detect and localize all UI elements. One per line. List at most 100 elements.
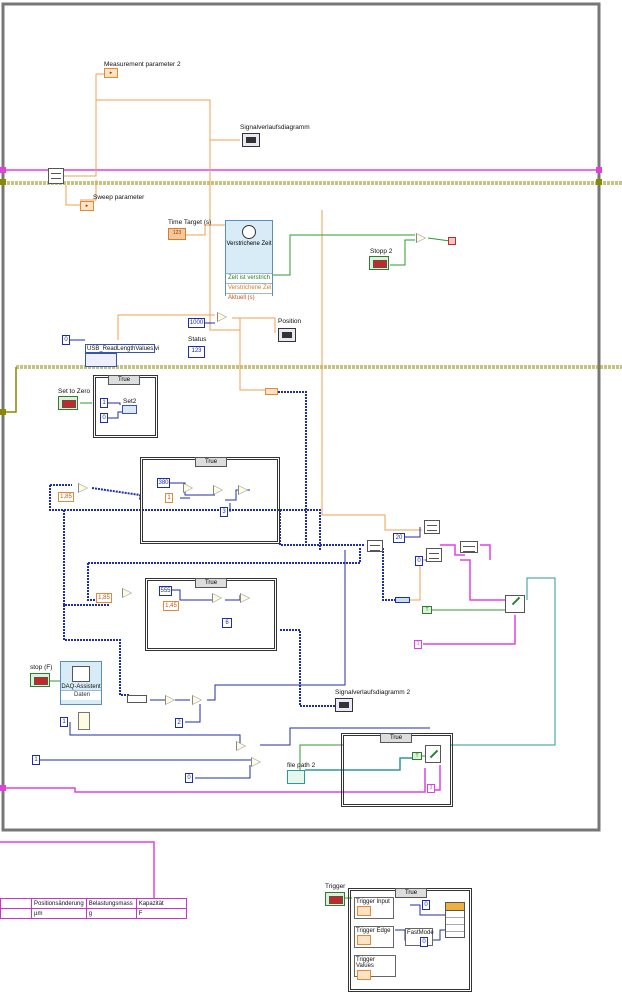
daq-icon	[72, 666, 90, 682]
daq-output-row: Daten	[61, 690, 101, 700]
case-selector-4[interactable]: True	[395, 888, 427, 898]
compare-function-1	[236, 741, 246, 751]
const-1-case[interactable]: 1	[165, 493, 173, 503]
position-indicator[interactable]	[278, 328, 296, 342]
table-unit-3: F	[135, 908, 187, 919]
file-path-control[interactable]	[287, 770, 305, 784]
daq-op-b	[192, 695, 202, 705]
build-array-merge	[367, 540, 383, 552]
const-0-mid[interactable]: 0	[415, 556, 423, 566]
set-to-zero-button[interactable]	[58, 396, 78, 410]
signal-chart-2-terminal[interactable]	[335, 698, 353, 712]
stop-condition-terminal[interactable]	[448, 237, 456, 245]
const-1-daq[interactable]: 1	[60, 717, 68, 727]
case1-op-b	[213, 485, 223, 495]
daq-title: DAQ-Assistent	[61, 684, 101, 690]
compare-function-2	[251, 757, 261, 767]
elapsed-time-express-vi[interactable]: Verstrichene Zeit Zeit ist verstrich Ver…	[225, 220, 273, 303]
pink-const-1[interactable]: 1	[414, 640, 422, 649]
bundle-node-right	[460, 541, 478, 553]
pink-const-3[interactable]: 3	[427, 784, 435, 793]
table-unit-2: g	[85, 908, 137, 919]
write-icon-2	[429, 749, 439, 759]
case2-op-a	[212, 593, 222, 603]
file-path-label: file path 2	[287, 762, 316, 769]
stopwatch-icon	[242, 225, 256, 239]
stop2-label: Stopp 2	[370, 248, 393, 255]
table-unit-0	[0, 908, 32, 919]
case-selector-0[interactable]: True	[108, 375, 140, 385]
unbundle-node[interactable]	[48, 168, 64, 184]
trigger-button[interactable]	[325, 892, 345, 906]
const-6[interactable]: 6	[222, 618, 232, 628]
position-label: Position	[278, 318, 302, 325]
const-380[interactable]: 380	[157, 478, 170, 488]
elapsed-row-2: Aktuell (s)	[226, 293, 272, 303]
case1-op-a	[183, 483, 193, 493]
or-function	[416, 233, 426, 243]
const-1-85-a[interactable]: 1,85	[58, 492, 74, 502]
table-unit-1: µm	[31, 908, 87, 919]
const-1-long[interactable]: 1	[32, 755, 40, 765]
const-3[interactable]: 3	[220, 507, 228, 517]
units-table: Positionsänderung Belastungsmass Kapazit…	[0, 898, 187, 919]
measurement-parameter-label: Measurement parameter 2	[104, 61, 181, 68]
fastmode-label: FastMode	[407, 930, 434, 936]
const-555[interactable]: 555	[159, 586, 172, 596]
index-array-node-2	[426, 548, 442, 562]
status-indicator[interactable]: 123	[188, 346, 205, 358]
trigger-edge-label: Trigger Edge	[356, 928, 391, 934]
const-0-trigger[interactable]: 0	[422, 900, 430, 910]
case-selector-3[interactable]: True	[380, 733, 412, 743]
sweep-parameter-indicator[interactable]: ▸	[80, 201, 94, 211]
const-0-bottom[interactable]: 0	[185, 773, 193, 783]
write-file-node-2[interactable]	[425, 745, 441, 763]
build-array-node	[265, 388, 278, 395]
stop2-button[interactable]	[369, 256, 389, 270]
fastmode-box: FastMode	[405, 928, 434, 946]
table-header-0	[0, 898, 32, 909]
const-2[interactable]: 2	[175, 718, 183, 728]
trigger-input-box: Trigger Input	[354, 897, 394, 919]
trigger-values-node[interactable]	[357, 970, 371, 980]
set2-label: Set2	[123, 398, 137, 405]
const-20[interactable]: 20	[393, 533, 405, 543]
index-array-node-1	[424, 520, 440, 534]
trigger-values-label: Trigger Values	[356, 957, 375, 969]
const-0-top[interactable]: 0	[62, 335, 70, 345]
case-structure-1	[140, 457, 280, 544]
const-1-85-b[interactable]: 1,85	[96, 593, 112, 603]
bool-const-true[interactable]: T	[422, 606, 432, 614]
daq-assistant-express-vi[interactable]: DAQ-Assistent Daten	[60, 661, 102, 705]
usb-read-vi-node[interactable]	[85, 353, 117, 367]
const-1000[interactable]: 1000	[188, 318, 205, 328]
trigger-edge-node[interactable]	[357, 935, 371, 945]
elapsed-row-0: Zeit ist verstrich	[226, 273, 272, 283]
stop-f-label: stop (F)	[30, 664, 53, 671]
trigger-input-node[interactable]	[357, 906, 371, 916]
const-1-set[interactable]: 1	[100, 398, 108, 408]
stop-f-button[interactable]	[30, 673, 50, 687]
daq-op-a	[165, 695, 175, 705]
property-node[interactable]	[445, 902, 465, 938]
multiply-function-1	[78, 483, 88, 493]
const-0-set[interactable]: 0	[100, 413, 108, 423]
array-connector	[395, 597, 410, 603]
sweep-parameter-label: Sweep parameter	[93, 194, 145, 201]
case-selector-2[interactable]: True	[195, 578, 227, 588]
write-file-node[interactable]	[505, 595, 525, 613]
trigger-values-box: Trigger Values	[354, 955, 396, 980]
set2-node[interactable]	[122, 405, 137, 414]
time-target-label: Time Target (s)	[168, 219, 212, 226]
case-selector-1[interactable]: True	[195, 457, 227, 467]
usb-vi-label: USB_ReadLengthValues.vi	[85, 344, 160, 353]
time-target-control[interactable]: 123	[168, 228, 186, 240]
const-1-45[interactable]: 1,45	[163, 601, 179, 611]
wait-function	[78, 712, 90, 730]
bool-const-true-2[interactable]: T	[412, 752, 422, 760]
set-to-zero-label: Set to Zero	[58, 388, 91, 395]
measurement-parameter-indicator[interactable]: ▸	[104, 68, 118, 78]
signal-chart-1-terminal[interactable]	[242, 133, 260, 147]
const-0-trigger-2[interactable]: 0	[420, 937, 428, 947]
